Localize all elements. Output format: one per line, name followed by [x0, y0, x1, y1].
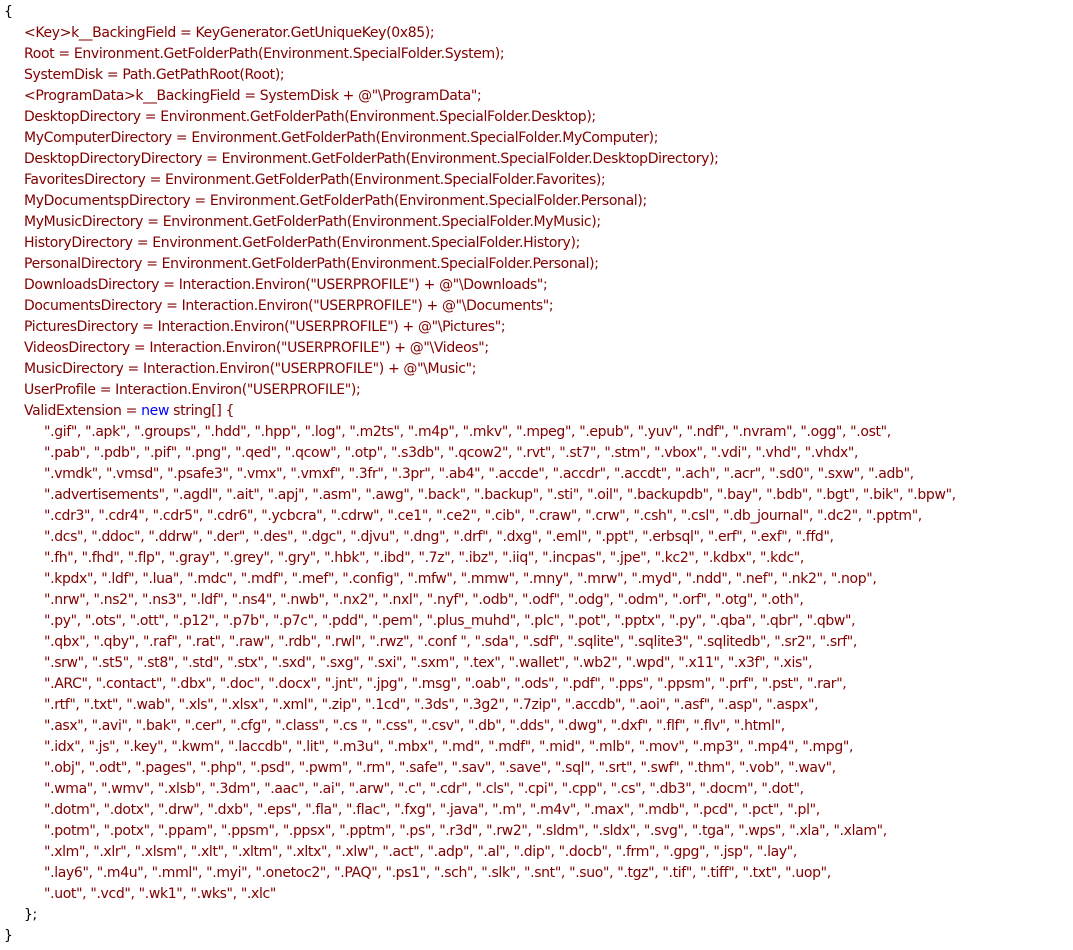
code-line: ".dcs", ".ddoc", ".ddrw", ".der", ".des"… [44, 527, 834, 548]
code-line: ".nrw", ".ns2", ".ns3", ".ldf", ".ns4", … [44, 590, 804, 611]
code-token: ".srw", ".st5", ".st8", ".std", ".stx", … [44, 655, 813, 671]
code-token: } [4, 928, 13, 944]
code-token: ".wma", ".wmv", ".xlsb", ".3dm", ".aac",… [44, 781, 804, 797]
code-token: DesktopDirectoryDirectory = Environment.… [24, 151, 719, 167]
code-token: }; [24, 907, 37, 923]
code-token: PersonalDirectory = Environment.GetFolde… [24, 256, 599, 272]
code-token: ".vmdk", ".vmsd", ".psafe3", ".vmx", ".v… [44, 466, 914, 482]
code-token: ".nrw", ".ns2", ".ns3", ".ldf", ".ns4", … [44, 592, 804, 608]
code-line: ".asx", ".avi", ".bak", ".cer", ".cfg", … [44, 716, 785, 737]
code-token: MyDocumentspDirectory = Environment.GetF… [24, 193, 647, 209]
code-line: DesktopDirectory = Environment.GetFolder… [24, 107, 596, 128]
code-token: string[] { [169, 403, 235, 419]
code-token: <ProgramData>k__BackingField = SystemDis… [24, 88, 482, 104]
code-line: ".advertisements", ".agdl", ".ait", ".ap… [44, 485, 956, 506]
code-token: ".uot", ".vcd", ".wk1", ".wks", ".xlc" [44, 886, 276, 902]
code-token: ".ARC", ".contact", ".dbx", ".doc", ".do… [44, 676, 847, 692]
code-line: ".vmdk", ".vmsd", ".psafe3", ".vmx", ".v… [44, 464, 914, 485]
code-token: ".cdr3", ".cdr4", ".cdr5", ".cdr6", ".yc… [44, 508, 922, 524]
code-line: ".gif", ".apk", ".groups", ".hdd", ".hpp… [44, 422, 891, 443]
code-line: DownloadsDirectory = Interaction.Environ… [24, 275, 548, 296]
code-line: }; [24, 905, 37, 926]
code-token: SystemDisk = Path.GetPathRoot(Root); [24, 67, 285, 83]
code-token: HistoryDirectory = Environment.GetFolder… [24, 235, 580, 251]
code-line: PicturesDirectory = Interaction.Environ(… [24, 317, 506, 338]
code-token: ".asx", ".avi", ".bak", ".cer", ".cfg", … [44, 718, 785, 734]
code-line: MyMusicDirectory = Environment.GetFolder… [24, 212, 601, 233]
code-token: ".pab", ".pdb", ".pif", ".png", ".qed", … [44, 445, 859, 461]
code-token: PicturesDirectory = Interaction.Environ(… [24, 319, 506, 335]
code-line: ".srw", ".st5", ".st8", ".std", ".stx", … [44, 653, 813, 674]
code-token: ".advertisements", ".agdl", ".ait", ".ap… [44, 487, 956, 503]
code-token: DocumentsDirectory = Interaction.Environ… [24, 298, 554, 314]
code-token: ".idx", ".js", ".key", ".kwm", ".laccdb"… [44, 739, 854, 755]
code-token: ".fh", ".fhd", ".flp", ".gray", ".grey",… [44, 550, 804, 566]
code-line: ".idx", ".js", ".key", ".kwm", ".laccdb"… [44, 737, 853, 758]
code-line: <Key>k__BackingField = KeyGenerator.GetU… [24, 23, 435, 44]
code-token: ValidExtension = [24, 403, 142, 419]
code-line: SystemDisk = Path.GetPathRoot(Root); [24, 65, 285, 86]
code-token: { [4, 4, 13, 20]
code-line: ".obj", ".odt", ".pages", ".php", ".psd"… [44, 758, 836, 779]
code-line: ".potm", ".potx", ".ppam", ".ppsm", ".pp… [44, 821, 887, 842]
code-token: DownloadsDirectory = Interaction.Environ… [24, 277, 548, 293]
code-token: ".dcs", ".ddoc", ".ddrw", ".der", ".des"… [44, 529, 834, 545]
code-line: { [4, 2, 13, 23]
code-line: ".py", ".ots", ".ott", ".p12", ".p7b", "… [44, 611, 856, 632]
code-line: ValidExtension = new string[] { [24, 401, 234, 422]
code-line: MyDocumentspDirectory = Environment.GetF… [24, 191, 647, 212]
code-token: DesktopDirectory = Environment.GetFolder… [24, 109, 596, 125]
code-token: VideosDirectory = Interaction.Environ("U… [24, 340, 489, 356]
code-token: <Key>k__BackingField = KeyGenerator.GetU… [24, 25, 435, 41]
code-token: ".lay6", ".m4u", ".mml", ".myi", ".oneto… [44, 865, 831, 881]
code-token: UserProfile = Interaction.Environ("USERP… [24, 382, 361, 398]
code-line: ".pab", ".pdb", ".pif", ".png", ".qed", … [44, 443, 858, 464]
code-token: ".obj", ".odt", ".pages", ".php", ".psd"… [44, 760, 836, 776]
code-token: ".py", ".ots", ".ott", ".p12", ".p7b", "… [44, 613, 856, 629]
code-line: MyComputerDirectory = Environment.GetFol… [24, 128, 659, 149]
code-line: UserProfile = Interaction.Environ("USERP… [24, 380, 361, 401]
code-token: ".kpdx", ".ldf", ".lua", ".mdc", ".mdf",… [44, 571, 877, 587]
code-line: ".ARC", ".contact", ".dbx", ".doc", ".do… [44, 674, 847, 695]
code-line: Root = Environment.GetFolderPath(Environ… [24, 44, 505, 65]
code-line: ".fh", ".fhd", ".flp", ".gray", ".grey",… [44, 548, 804, 569]
code-line: <ProgramData>k__BackingField = SystemDis… [24, 86, 482, 107]
code-line: ".uot", ".vcd", ".wk1", ".wks", ".xlc" [44, 884, 276, 905]
code-token: ".gif", ".apk", ".groups", ".hdd", ".hpp… [44, 424, 891, 440]
code-token: MyMusicDirectory = Environment.GetFolder… [24, 214, 601, 230]
code-token: ".xlm", ".xlr", ".xlsm", ".xlt", ".xltm"… [44, 844, 797, 860]
code-line: FavoritesDirectory = Environment.GetFold… [24, 170, 606, 191]
code-token: MyComputerDirectory = Environment.GetFol… [24, 130, 659, 146]
code-line: ".kpdx", ".ldf", ".lua", ".mdc", ".mdf",… [44, 569, 877, 590]
code-line: ".rtf", ".txt", ".wab", ".xls", ".xlsx",… [44, 695, 819, 716]
code-line: ".cdr3", ".cdr4", ".cdr5", ".cdr6", ".yc… [44, 506, 922, 527]
code-token: ".qbx", ".qby", ".raf", ".rat", ".raw", … [44, 634, 857, 650]
code-token: FavoritesDirectory = Environment.GetFold… [24, 172, 606, 188]
code-line: ".lay6", ".m4u", ".mml", ".myi", ".oneto… [44, 863, 831, 884]
code-token: ".potm", ".potx", ".ppam", ".ppsm", ".pp… [44, 823, 887, 839]
code-line: } [4, 926, 13, 947]
code-line: MusicDirectory = Interaction.Environ("US… [24, 359, 476, 380]
code-line: ".xlm", ".xlr", ".xlsm", ".xlt", ".xltm"… [44, 842, 797, 863]
code-line: ".dotm", ".dotx", ".drw", ".dxb", ".eps"… [44, 800, 820, 821]
keyword-token: new [141, 403, 170, 419]
code-line: PersonalDirectory = Environment.GetFolde… [24, 254, 599, 275]
code-line: DesktopDirectoryDirectory = Environment.… [24, 149, 719, 170]
code-line: ".wma", ".wmv", ".xlsb", ".3dm", ".aac",… [44, 779, 804, 800]
code-token: ".rtf", ".txt", ".wab", ".xls", ".xlsx",… [44, 697, 819, 713]
code-token: ".dotm", ".dotx", ".drw", ".dxb", ".eps"… [44, 802, 820, 818]
code-line: DocumentsDirectory = Interaction.Environ… [24, 296, 554, 317]
code-line: VideosDirectory = Interaction.Environ("U… [24, 338, 489, 359]
code-line: ".qbx", ".qby", ".raf", ".rat", ".raw", … [44, 632, 857, 653]
code-token: MusicDirectory = Interaction.Environ("US… [24, 361, 477, 377]
code-line: HistoryDirectory = Environment.GetFolder… [24, 233, 580, 254]
code-token: Root = Environment.GetFolderPath(Environ… [24, 46, 505, 62]
